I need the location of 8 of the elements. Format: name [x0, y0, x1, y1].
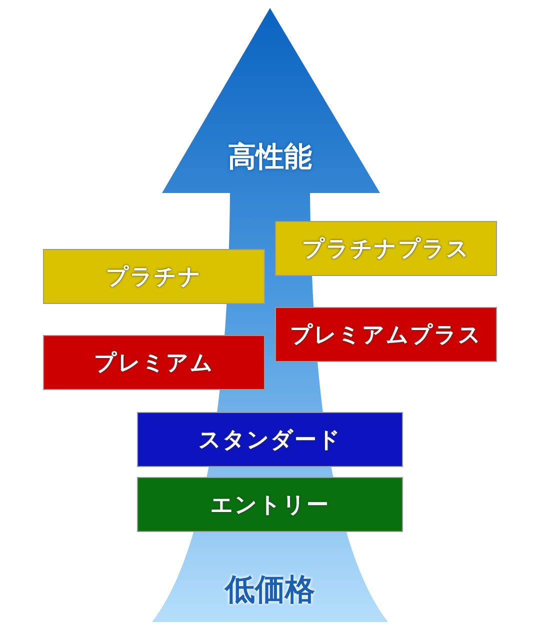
- plan-box: スタンダード: [137, 412, 403, 467]
- plan-box: プレミアム: [43, 335, 265, 390]
- plan-box: プラチナプラス: [275, 221, 497, 276]
- plan-box: プラチナ: [43, 249, 265, 304]
- plan-box: エントリー: [137, 477, 403, 532]
- plan-box: プレミアムプラス: [275, 307, 497, 362]
- axis-label: 高性能: [228, 139, 312, 175]
- axis-label: 低価格: [225, 572, 315, 610]
